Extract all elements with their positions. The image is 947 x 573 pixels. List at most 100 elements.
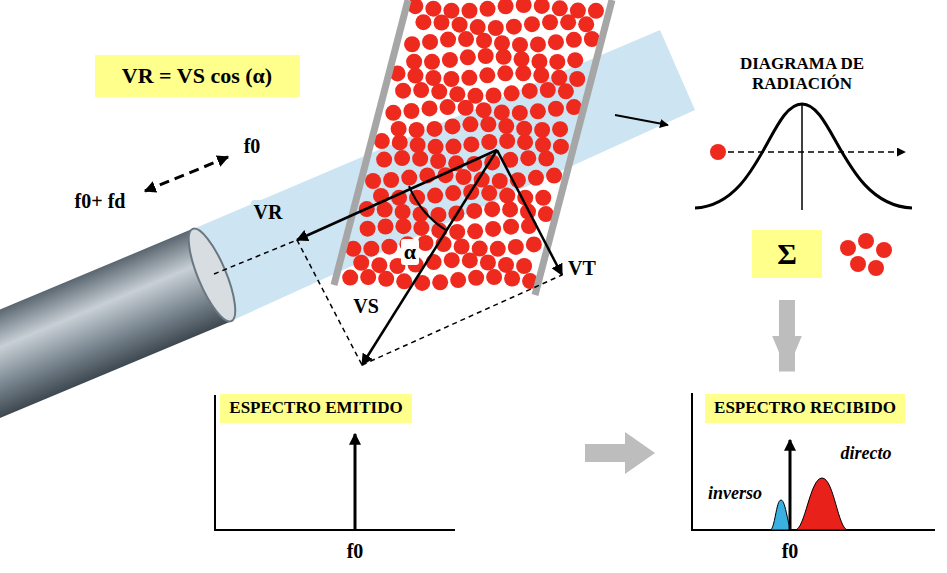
blood-cell	[484, 201, 500, 217]
blood-cell	[444, 252, 460, 268]
blood-cell	[535, 190, 551, 206]
blood-cell	[342, 270, 358, 286]
blood-cell	[490, 241, 506, 257]
blood-cell	[466, 203, 482, 219]
process-arrow	[779, 300, 795, 372]
transducer-probe	[0, 223, 244, 444]
blood-cell	[535, 137, 551, 153]
vessel-wall	[535, 0, 612, 295]
blood-cell	[548, 101, 564, 117]
blood-cell	[430, 153, 446, 169]
frequency-label: f0	[241, 134, 264, 158]
blood-cell	[462, 116, 478, 132]
blood-cell	[503, 219, 519, 235]
curve-axis	[801, 104, 803, 210]
vector-label: VS	[350, 294, 382, 318]
blood-cell	[476, 33, 492, 49]
vector-label: VR	[251, 200, 286, 224]
blood-cell	[378, 271, 394, 287]
blood-cell	[481, 185, 497, 201]
blood-cell	[432, 274, 448, 290]
blood-cell	[371, 257, 387, 273]
blood-cell	[710, 144, 726, 160]
blood-cell	[549, 54, 565, 70]
blood-cell	[480, 1, 496, 17]
blood-cell	[463, 136, 479, 152]
blood-cell	[553, 139, 569, 155]
blood-cell	[497, 65, 513, 81]
blood-cell	[442, 52, 458, 68]
blood-cell	[566, 32, 582, 48]
blood-cell	[421, 100, 437, 116]
blood-cell	[440, 32, 456, 48]
blood-cell	[516, 258, 532, 274]
chart-axes	[692, 393, 935, 530]
blood-cell	[516, 0, 532, 13]
blood-cell	[458, 31, 474, 47]
flow-label: inverso	[705, 483, 765, 505]
velocity-vector	[297, 150, 497, 240]
blood-cell	[558, 83, 574, 99]
blood-cell	[478, 48, 494, 64]
blood-cell	[428, 139, 444, 155]
blood-cell	[385, 105, 401, 121]
blood-cell	[868, 260, 884, 276]
blood-cell	[415, 14, 431, 30]
blood-cell	[440, 99, 456, 115]
velocity-vector	[362, 150, 497, 365]
blood-cell	[412, 151, 428, 167]
blood-cell	[517, 134, 533, 150]
forward-flow-peak	[795, 478, 848, 530]
blood-cell	[504, 271, 520, 287]
blood-cell	[418, 235, 434, 251]
blood-cell	[524, 16, 540, 32]
frequency-label: f0	[344, 539, 367, 563]
blood-cell	[381, 239, 397, 255]
blood-cell	[552, 0, 568, 16]
flow-label: directo	[838, 443, 895, 465]
blood-cell	[876, 242, 892, 258]
blood-cell	[486, 269, 502, 285]
blood-cell	[461, 3, 477, 19]
formula-box: VR = VS cos (α)	[95, 55, 300, 97]
blood-cell	[476, 102, 492, 118]
blood-cell	[496, 49, 512, 65]
blood-cell	[494, 35, 510, 51]
spectral-line	[789, 440, 792, 530]
blood-cell	[467, 223, 483, 239]
blood-cell	[445, 185, 461, 201]
blood-cell	[480, 254, 496, 270]
spectral-line	[354, 434, 357, 530]
blood-cell	[424, 54, 440, 70]
blood-cell	[376, 152, 392, 168]
blood-cell	[515, 65, 531, 81]
cell-path	[728, 151, 905, 153]
blood-cell	[534, 122, 550, 138]
blood-cell	[353, 255, 369, 271]
blood-cell	[456, 169, 472, 185]
box-text: ESPECTRO EMITIDO	[229, 398, 402, 418]
blood-cell	[404, 36, 420, 52]
vessel-wall	[334, 0, 408, 285]
blood-cell	[526, 236, 542, 252]
angle-label: α	[401, 239, 419, 265]
blood-cell	[422, 34, 438, 50]
blood-cell	[425, 1, 441, 17]
blood-cell	[403, 103, 419, 119]
box-text: Σ	[777, 237, 797, 272]
blood-cell	[360, 221, 376, 237]
blood-cell	[395, 204, 411, 220]
blood-cell	[504, 85, 520, 101]
blood-cell	[481, 134, 497, 150]
blood-cell	[533, 67, 549, 83]
blood-cell	[409, 122, 425, 138]
pointer-arrow	[615, 115, 668, 125]
projection-line	[362, 275, 562, 365]
blood-cell	[450, 272, 466, 288]
blood-cell	[395, 83, 411, 99]
blood-cell	[567, 52, 583, 68]
blood-cell	[588, 3, 604, 19]
blood-cell	[551, 70, 567, 86]
radiation-curve	[695, 104, 912, 208]
